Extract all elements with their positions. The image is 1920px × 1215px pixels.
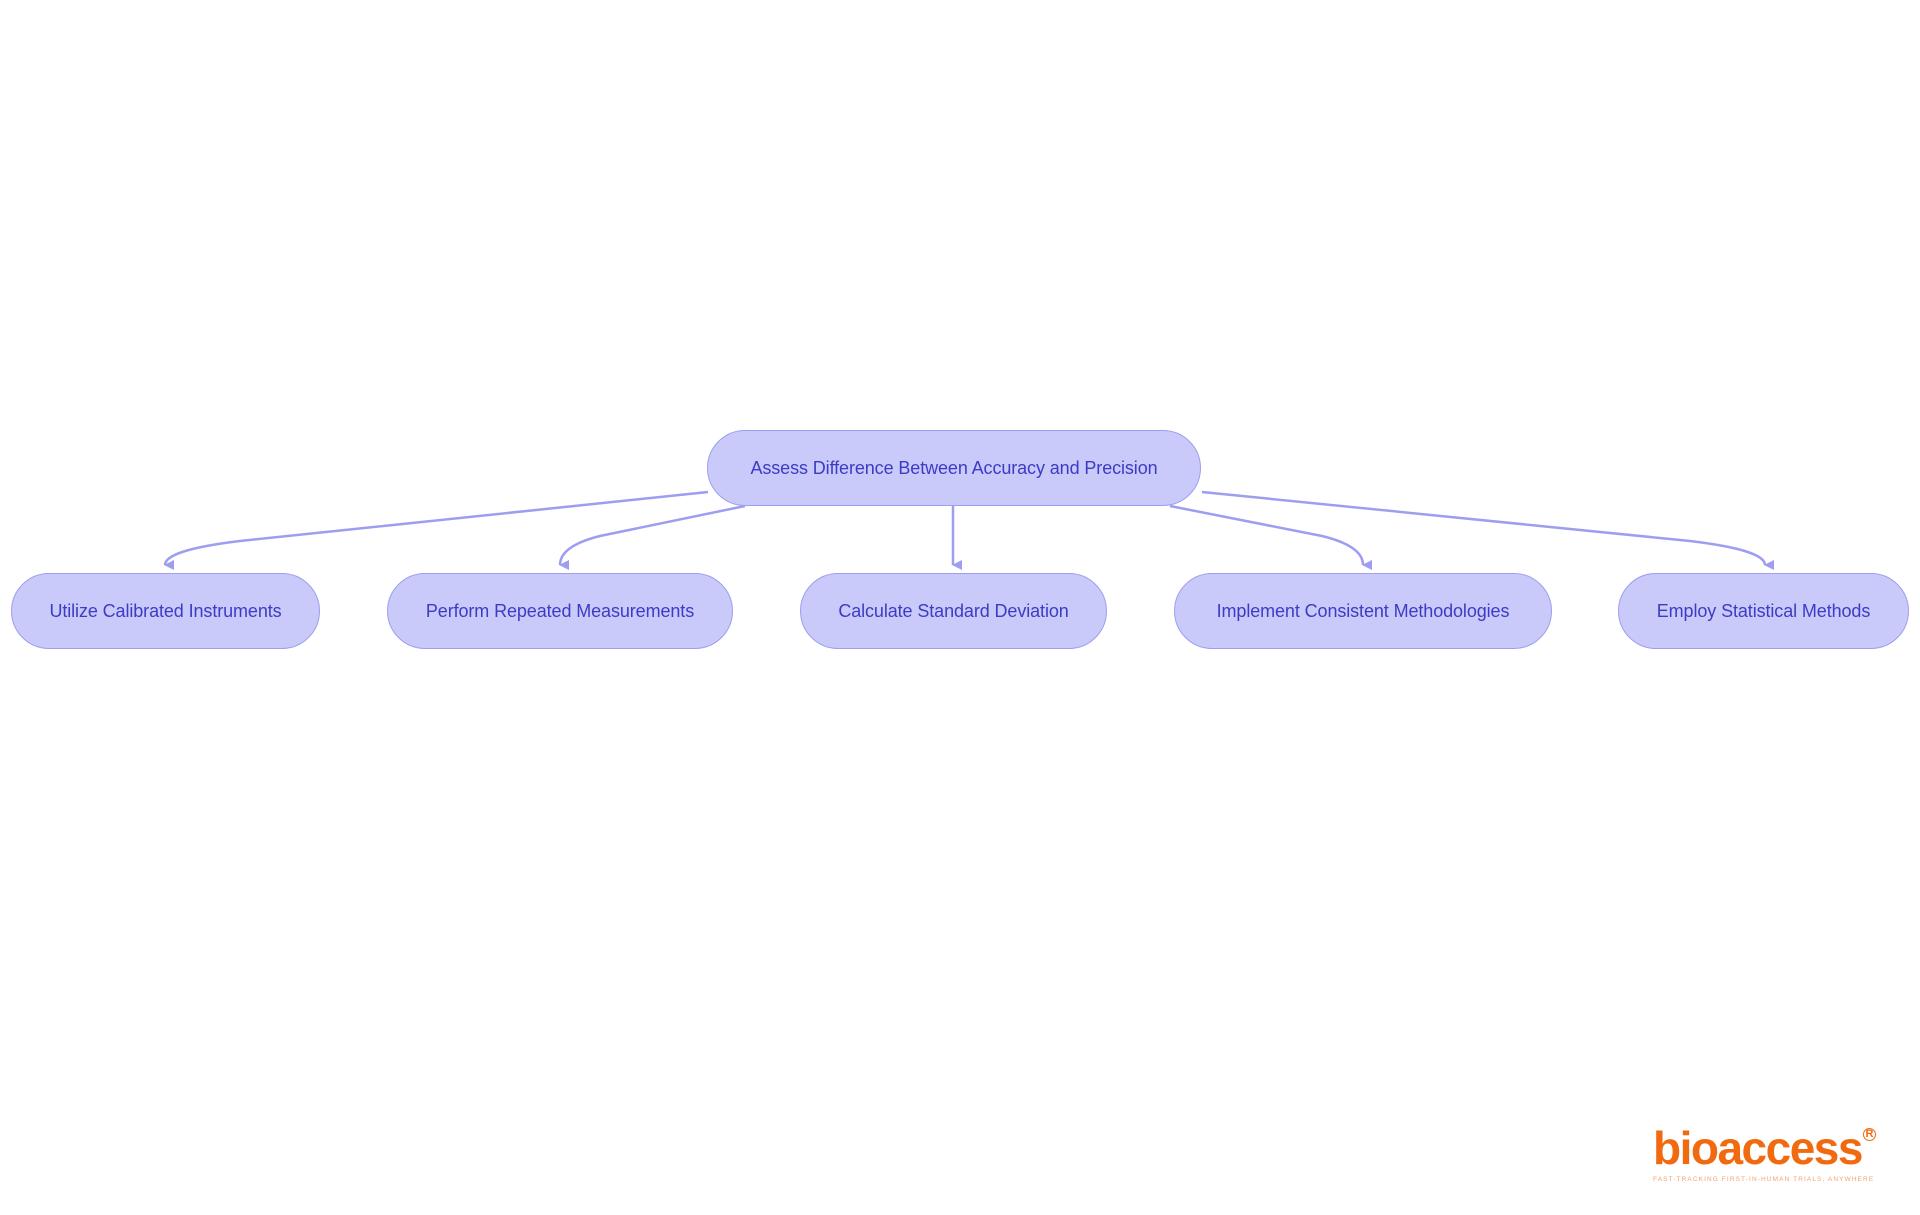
logo-tagline: FAST-TRACKING FIRST-IN-HUMAN TRIALS, ANY… [1653,1176,1875,1183]
edge-root-to-consistent-methodologies [1169,504,1373,570]
node-consistent-methodologies: Implement Consistent Methodologies [1174,573,1552,649]
node-statistical-methods: Employ Statistical Methods [1618,573,1909,649]
node-standard-deviation: Calculate Standard Deviation [800,573,1107,649]
logo-wordmark-text: bioaccess [1653,1122,1863,1174]
node-label: Implement Consistent Methodologies [1216,600,1510,621]
node-label: Utilize Calibrated Instruments [49,600,282,621]
node-label: Calculate Standard Deviation [838,600,1069,621]
node-calibrated-instruments: Utilize Calibrated Instruments [11,573,320,649]
root-node: Assess Difference Between Accuracy and P… [707,430,1201,506]
edge-root-to-repeated-measurements [558,504,746,571]
bioaccess-logo: bioaccess R FAST-TRACKING FIRST-IN-HUMAN… [1653,1125,1876,1183]
logo-wordmark: bioaccess R [1653,1125,1876,1171]
root-node-label: Assess Difference Between Accuracy and P… [750,457,1158,478]
node-repeated-measurements: Perform Repeated Measurements [387,573,733,649]
registered-trademark-icon: R [1862,1128,1876,1141]
node-label: Employ Statistical Methods [1656,600,1871,621]
edge-root-to-calibrated-instruments [163,490,709,571]
edge-root-to-statistical-methods [1201,490,1775,570]
node-label: Perform Repeated Measurements [425,600,695,621]
